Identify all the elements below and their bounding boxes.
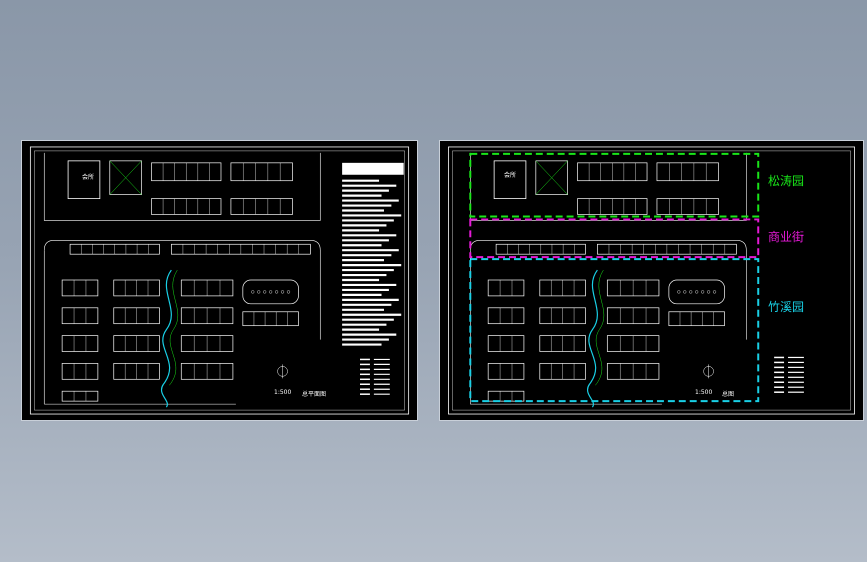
oval-block-unit [280,290,285,294]
road-upper [43,152,321,221]
right-drawing-panel[interactable]: 会所 1:500 总图 松涛园 商业街 竹溪园 [439,140,864,421]
oval-block-unit [712,290,717,294]
left-scale-text: 1:500 [274,389,292,396]
oval-block-unit [269,290,273,294]
right-scale-text: 1:500 [695,389,713,396]
oval-block-unit [683,290,687,294]
drawing-frame [29,146,410,415]
road-lower [43,239,321,340]
clubhouse [493,160,527,199]
building-block [61,307,99,325]
left-site-plan [29,146,410,415]
left-sheet-title: 总平面图 [302,391,327,398]
oval-block-unit [275,290,279,294]
zone-boundary-zhuxi [469,258,760,403]
clubhouse [67,160,101,199]
creek [587,269,598,408]
oval-block-unit [263,290,267,294]
building-block [668,311,725,327]
oval-block-unit [707,290,711,294]
building-block [242,311,299,327]
right-building-label: 会所 [504,172,517,179]
oval-block [242,279,299,305]
left-building-label: 会所 [82,174,95,181]
plaza-hatch [109,160,142,195]
plaza-hatch [535,160,568,195]
oval-block-unit [677,290,681,294]
left-drawing-panel[interactable]: 会所 1:500 总平面图 [21,140,418,421]
notes-title-bar [342,162,404,175]
zone-label-zhuxi[interactable]: 竹溪园 [768,300,805,314]
building-block [487,363,525,380]
building-block [487,390,525,402]
building-block [487,335,525,352]
oval-block-unit [257,290,261,294]
oval-block-unit [701,290,705,294]
building-block [61,363,99,380]
building-block [606,307,660,325]
plaza [109,160,142,195]
zone-label-shangye[interactable]: 商业街 [768,230,805,244]
building-block [487,279,525,297]
right-sheet-title: 总图 [722,391,735,398]
creek-bank [169,269,179,386]
creek [161,269,172,408]
building-block [656,162,719,182]
oval-block-unit [286,290,291,294]
building-block [230,198,293,215]
building-block [230,162,293,182]
oval-block-unit [251,290,255,294]
building-block [487,307,525,325]
oval-block [668,279,725,305]
right-site-plan [448,146,855,415]
creek-bank [595,269,605,386]
building-block [61,279,99,297]
zone-label-songtao[interactable]: 松涛园 [768,174,805,188]
building-block [656,198,719,215]
zone-boundary-shangye [469,218,760,259]
oval-block-unit [689,290,693,294]
drawing-inner-frame [452,150,851,411]
drawing-inner-frame [34,150,405,411]
plaza [535,160,568,195]
drawing-frame [448,146,855,415]
road-lower [470,239,747,340]
building-block [113,307,160,325]
zone-boundary-songtao [469,152,760,218]
building-block [61,335,99,352]
building-block [61,390,99,402]
building-block [180,307,234,325]
oval-block-unit [695,290,699,294]
building-block [539,307,586,325]
